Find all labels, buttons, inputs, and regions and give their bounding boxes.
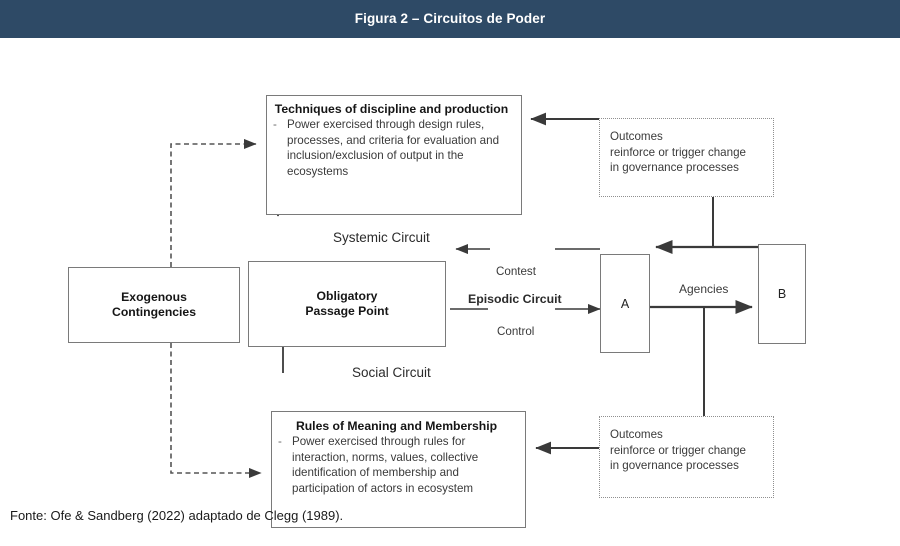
node-outcomes-bottom-line2: reinforce or trigger change [610,443,746,457]
diagram-edges [170,112,758,479]
node-exogenous-text: Exogenous Contingencies [112,290,196,320]
node-opp-text: Obligatory Passage Point [305,289,388,319]
node-opp-line1: Obligatory [316,289,378,303]
node-techniques-of-discipline[interactable]: Techniques of discipline and production … [266,95,522,215]
node-exogenous-line2: Contingencies [112,305,196,319]
label-contest: Contest [496,265,536,278]
node-outcomes-bottom-line1: Outcomes [610,428,663,441]
node-agency-b[interactable]: B [758,244,806,344]
node-techniques-title: Techniques of discipline and production [274,102,509,116]
label-agencies: Agencies [679,282,729,296]
node-rules-title: Rules of Meaning and Membership [295,419,498,433]
node-techniques-bullet: - [273,118,277,131]
figure-title: Figura 2 – Circuitos de Poder [354,11,546,26]
node-exogenous-contingencies[interactable]: Exogenous Contingencies [68,267,240,343]
node-outcomes-top-line1: Outcomes [610,130,663,143]
node-obligatory-passage-point[interactable]: Obligatory Passage Point [248,261,446,347]
node-outcomes-bottom-line3: in governance processes [610,459,739,473]
label-systemic-circuit: Systemic Circuit [333,230,430,245]
node-rules-bullet: - [278,435,282,448]
edge-exogenous-to-techniques-dashed [170,138,257,267]
node-techniques-body: Power exercised through design rules, pr… [287,118,500,178]
node-opp-line2: Passage Point [305,304,389,318]
node-agency-a[interactable]: A [600,254,650,353]
label-episodic-circuit: Episodic Circuit [468,292,562,306]
edge-exogenous-to-rules-dashed [170,343,262,479]
label-social-circuit: Social Circuit [352,365,431,380]
node-rules-body: Power exercised through rules for intera… [292,435,479,495]
node-rules-of-meaning-and-membership[interactable]: Rules of Meaning and Membership - Power … [271,411,526,528]
node-outcomes-bottom[interactable]: Outcomes reinforce or trigger change in … [599,416,774,498]
figure-source-caption: Fonte: Ofe & Sandberg (2022) adaptado de… [10,508,344,523]
node-agency-a-label: A [620,296,630,311]
node-agency-b-label: B [777,287,787,301]
node-outcomes-top-line3: in governance processes [610,161,739,175]
figure-title-bar: Figura 2 – Circuitos de Poder [0,0,900,38]
node-outcomes-top[interactable]: Outcomes reinforce or trigger change in … [599,118,774,197]
label-control: Control [497,325,535,338]
node-exogenous-line1: Exogenous [121,290,187,304]
power-circuits-diagram: Techniques of discipline and production … [0,38,900,528]
node-outcomes-top-line2: reinforce or trigger change [610,145,746,159]
